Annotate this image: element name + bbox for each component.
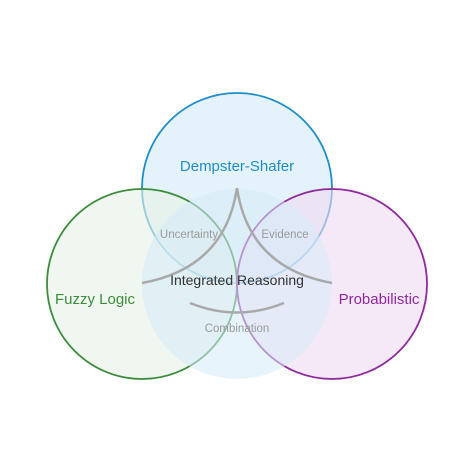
- probabilistic-label: Probabilistic: [339, 291, 420, 308]
- combination-arc: [189, 301, 285, 314]
- evidence-label: Evidence: [261, 229, 308, 241]
- combination-label: Combination: [205, 323, 270, 335]
- center-region: [142, 189, 332, 379]
- uncertainty-label: Uncertainty: [160, 229, 218, 241]
- uncertainty-arc: [141, 187, 239, 285]
- dempster-shafer-label: Dempster-Shafer: [180, 158, 294, 175]
- fuzzy-logic-label: Fuzzy Logic: [55, 291, 136, 308]
- center-label: Integrated Reasoning: [170, 272, 304, 288]
- evidence-arc: [235, 187, 333, 285]
